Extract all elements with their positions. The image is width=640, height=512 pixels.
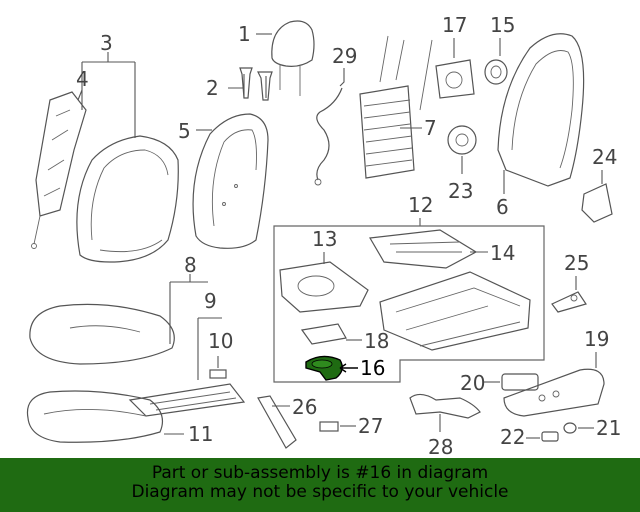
callout-12: 12: [408, 193, 433, 217]
callout-20: 20: [460, 371, 485, 395]
callout-2: 2: [206, 76, 219, 100]
callout-18: 18: [364, 329, 389, 353]
callout-14: 14: [490, 241, 515, 265]
callout-25: 25: [564, 251, 589, 275]
callout-17: 17: [442, 13, 467, 37]
callout-6: 6: [496, 195, 509, 219]
part-11-seat-cushion-pad: 11: [26, 390, 213, 446]
part-16-highlighted: 16: [305, 355, 385, 381]
part-15-cover: 15: [484, 13, 515, 85]
part-28-harness: 28: [409, 393, 481, 458]
part-5-seatback-cushion: 5: [178, 113, 269, 249]
callout-26: 26: [292, 395, 317, 419]
part-29-wire-harness: 29: [314, 44, 357, 186]
parts-diagram: 1 2 3 4 5 29: [26, 13, 621, 458]
part-8-seat-cushion-cover: 8: [29, 253, 208, 365]
part-17-motor: 17: [435, 13, 475, 99]
callout-27: 27: [358, 414, 383, 438]
banner-line-2: Diagram may not be specific to your vehi…: [131, 482, 509, 502]
part-19-side-shield: 19: [503, 327, 609, 417]
part-24-bracket: 24: [581, 145, 617, 223]
callout-5: 5: [178, 119, 191, 143]
part-26-trim: 26: [257, 395, 317, 449]
callout-13: 13: [312, 227, 337, 251]
part-2-headrest-guide: 2: [206, 67, 273, 101]
callout-10: 10: [208, 329, 233, 353]
part-12-seat-frame-assembly: 12: [273, 193, 545, 383]
callout-15: 15: [490, 13, 515, 37]
callout-4: 4: [76, 67, 89, 91]
callout-9: 9: [204, 289, 217, 313]
part-1-headrest: 1: [238, 20, 315, 96]
part-3-seatback-cover: 3: [76, 31, 179, 263]
callout-22: 22: [500, 425, 525, 449]
part-20-switch: 20: [460, 371, 539, 395]
part-13-seat-pan: 13: [279, 227, 369, 313]
callout-23: 23: [448, 179, 473, 203]
callout-7: 7: [424, 116, 437, 140]
part-25-cover: 25: [551, 251, 589, 313]
part-9-seat-heater: 9: [128, 289, 246, 417]
callout-1: 1: [238, 22, 251, 46]
part-18-bracket: 18: [300, 323, 389, 353]
part-7-lumbar-support: 7: [359, 35, 437, 179]
part-seat-track: [379, 271, 531, 351]
part-14-spring-assembly: 14: [369, 229, 515, 269]
part-6-seatback-frame: 6: [496, 33, 585, 219]
callout-11: 11: [188, 422, 213, 446]
callout-8: 8: [184, 253, 197, 277]
callout-24: 24: [592, 145, 617, 169]
part-27-cover: 27: [319, 414, 383, 438]
banner-line-1: Part or sub-assembly is #16 in diagram: [151, 463, 489, 483]
part-4-seatback-pad-wire: 4: [31, 62, 89, 249]
callout-16: 16: [360, 356, 385, 380]
callout-28: 28: [428, 435, 453, 458]
info-banner: Part or sub-assembly is #16 in diagram D…: [0, 458, 640, 512]
part-23-recliner-cover: 23: [447, 125, 477, 203]
callout-21: 21: [596, 416, 621, 440]
part-21-knob: 21: [563, 416, 621, 440]
part-22-knob: 22: [500, 425, 559, 449]
callout-19: 19: [584, 327, 609, 351]
callout-3: 3: [100, 31, 113, 55]
part-10-connector: 10: [208, 329, 233, 379]
callout-29: 29: [332, 44, 357, 68]
